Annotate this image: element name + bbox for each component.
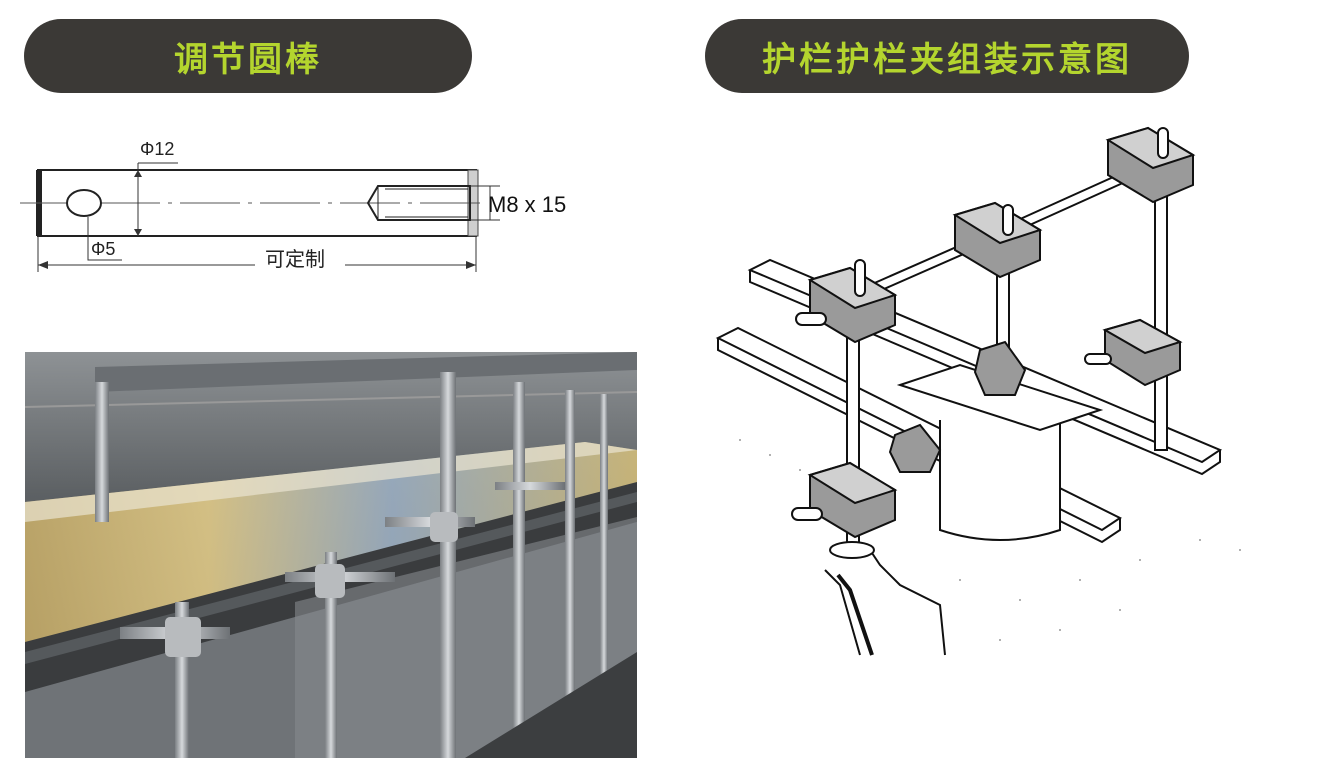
thread-bore <box>366 185 471 221</box>
dim-label-d5: Φ5 <box>91 239 115 259</box>
right-title-banner: 护栏护栏夹组装示意图 <box>705 19 1189 93</box>
guardrail-clamp-assembly-drawing <box>715 126 1241 656</box>
right-title: 护栏护栏夹组装示意图 <box>762 39 1132 80</box>
cross-hole <box>66 189 102 217</box>
conveyor-line-photo <box>25 352 637 758</box>
left-title-banner: 调节圆棒 <box>24 19 472 93</box>
dim-label-thread: M8 x 15 <box>488 192 566 217</box>
dim-label-d12: Φ12 <box>140 139 174 159</box>
rod-technical-drawing: Φ12 Φ5 M8 x 15 可定制 <box>20 139 566 272</box>
dim-label-length: 可定制 <box>265 248 325 271</box>
left-title: 调节圆棒 <box>174 39 322 80</box>
